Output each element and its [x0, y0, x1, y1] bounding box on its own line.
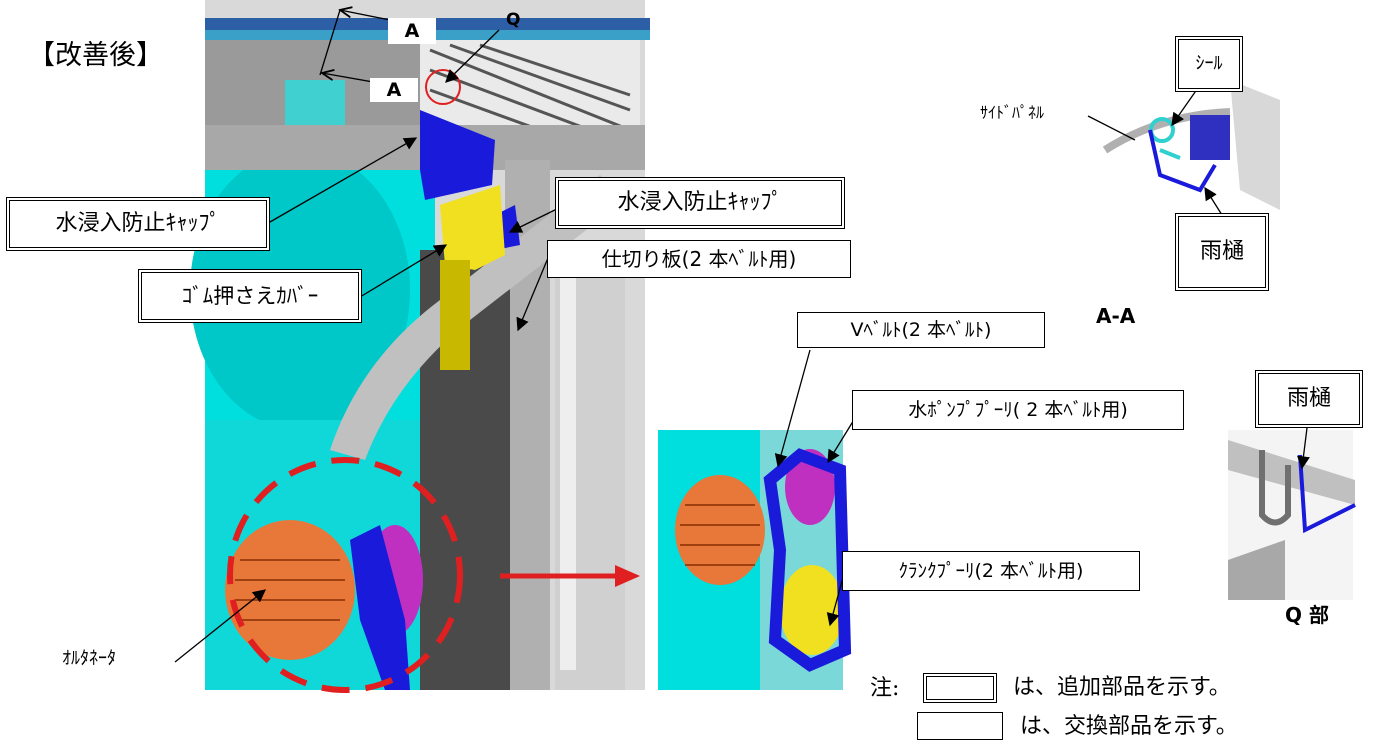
legend-single-box [917, 712, 1003, 740]
pulley-zoom-view [658, 430, 852, 690]
callout-water-pump-pulley: 水ﾎﾟﾝﾌﾟﾌﾟｰﾘ( 2 本ﾍﾞﾙﾄ用) [852, 390, 1184, 430]
q-detail-illustration [1228, 430, 1356, 600]
section-marker-a-bottom: A [370, 78, 418, 102]
legend-prefix: 注: [870, 676, 900, 701]
callout-cap-right: 水浸入防止ｷｬｯﾌﾟ [555, 177, 845, 229]
point-q-label: Q [506, 10, 521, 30]
legend-added-text: は、追加部品を示す。 [1013, 675, 1231, 700]
label-gutter-q: 雨樋 [1255, 370, 1363, 428]
caption-q-detail: Q 部 [1285, 603, 1329, 627]
label-side-panel: ｻｲﾄﾞﾊﾟﾈﾙ [980, 103, 1045, 122]
label-gutter-aa: 雨樋 [1175, 213, 1269, 291]
page-title: 【改善後】 [28, 40, 163, 71]
section-marker-a-top: A [388, 18, 436, 44]
callout-crank-pulley: ｸﾗﾝｸﾌﾟｰﾘ(2 本ﾍﾞﾙﾄ用) [842, 551, 1140, 591]
callout-rubber-cover: ｺﾞﾑ押さえｶﾊﾞｰ [138, 269, 362, 323]
label-alternator: ｵﾙﾀﾈｰﾀ [62, 648, 116, 669]
callout-cap-left: 水浸入防止ｷｬｯﾌﾟ [6, 197, 270, 251]
legend-replaced-text: は、交換部品を示す。 [1020, 714, 1238, 739]
label-seal: ｼｰﾙ [1175, 36, 1243, 92]
zoom-arrow [500, 565, 640, 587]
engine-main-view [190, 0, 650, 693]
caption-section-aa: A-A [1096, 304, 1136, 328]
callout-vbelt: Vﾍﾞﾙﾄ(2 本ﾍﾞﾙﾄ) [797, 312, 1045, 348]
legend-double-box [923, 673, 997, 703]
callout-partition: 仕切り板(2 本ﾍﾞﾙﾄ用) [547, 240, 851, 278]
section-aa-illustration [1102, 80, 1280, 210]
